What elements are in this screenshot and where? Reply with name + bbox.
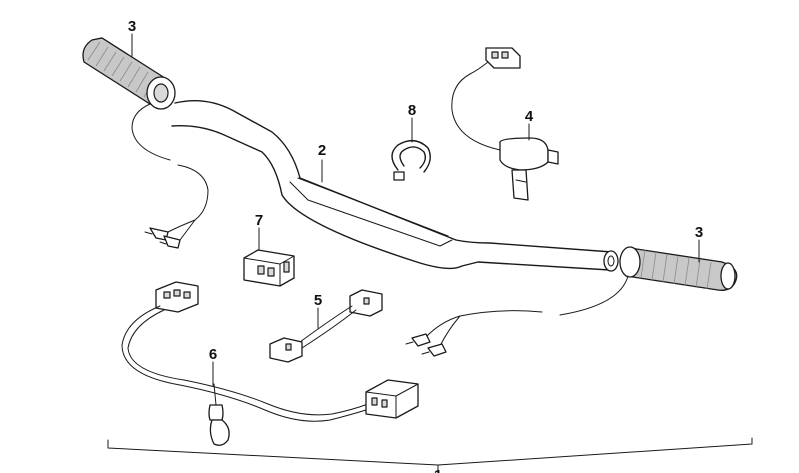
grip-left bbox=[82, 37, 176, 110]
label-adapter-cable: 5 bbox=[314, 292, 322, 309]
adapter-cable bbox=[269, 289, 383, 363]
switch bbox=[451, 47, 559, 201]
leader-lines bbox=[131, 33, 700, 387]
label-wiring-harness: 6 bbox=[209, 346, 217, 363]
label-handlebar: 2 bbox=[318, 142, 326, 159]
clamp bbox=[391, 140, 431, 181]
part-labels: 3 2 8 4 3 7 5 6 1 bbox=[128, 18, 703, 473]
label-connector-housing: 7 bbox=[255, 212, 263, 229]
label-grip-right: 3 bbox=[695, 224, 703, 241]
wiring-harness bbox=[121, 281, 419, 446]
label-grip-left: 3 bbox=[128, 18, 136, 35]
label-clamp: 8 bbox=[408, 102, 416, 119]
connector-housing bbox=[243, 249, 295, 287]
handlebar bbox=[171, 100, 619, 272]
grip-right-cable bbox=[405, 275, 629, 357]
grip-right bbox=[619, 246, 738, 291]
label-kit: 1 bbox=[434, 467, 442, 473]
grip-left-cable bbox=[131, 103, 209, 249]
label-switch: 4 bbox=[525, 108, 534, 125]
kit-bracket bbox=[107, 437, 753, 473]
